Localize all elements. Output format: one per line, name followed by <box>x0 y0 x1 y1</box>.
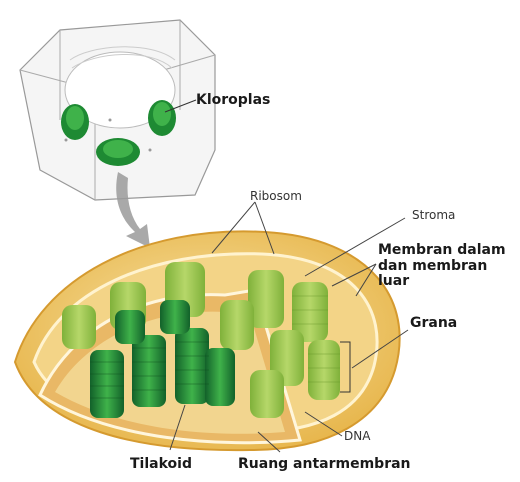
label-kloroplas: Kloroplas <box>196 93 270 107</box>
label-ruang: Ruang antarmembran <box>238 457 411 471</box>
label-ribosom: Ribosom <box>250 190 302 202</box>
label-stroma: Stroma <box>412 209 455 221</box>
label-dna: DNA <box>344 430 370 442</box>
chloroplast-body <box>15 231 400 450</box>
label-membran: Membran dalam dan membran luar <box>378 243 506 290</box>
cell-chloroplast-icon <box>148 100 176 136</box>
cell-chloroplast-icon <box>96 138 140 166</box>
cell-chloroplast-icon <box>61 104 89 140</box>
label-grana: Grana <box>410 316 457 330</box>
plant-cell-illustration <box>20 20 215 200</box>
label-tilakoid: Tilakoid <box>130 457 192 471</box>
